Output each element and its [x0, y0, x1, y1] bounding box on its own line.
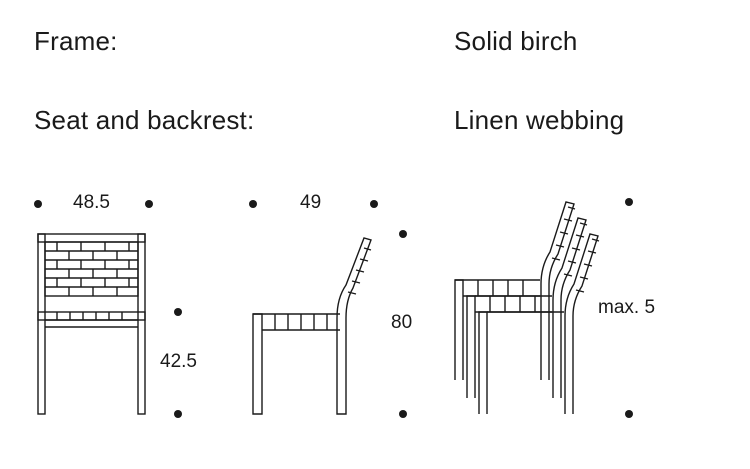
- chair-stack-view: [454, 201, 600, 414]
- chair-front-view: [37, 233, 146, 415]
- dimension-markers: [34, 198, 633, 418]
- height-marker-bottom: [399, 410, 407, 418]
- height-marker-top: [399, 230, 407, 238]
- stack-marker-bottom: [625, 410, 633, 418]
- stacking-dimension: max. 5: [598, 297, 656, 318]
- stack-marker-top: [625, 198, 633, 206]
- width-dimension: 48.5: [73, 192, 110, 213]
- depth-dimension: 49: [300, 192, 322, 213]
- frame-label: Frame:: [34, 26, 118, 56]
- seat-backrest-label: Seat and backrest:: [34, 105, 255, 135]
- width-marker-right: [145, 200, 153, 208]
- frame-value: Solid birch: [454, 26, 578, 56]
- seat-height-marker-top: [174, 308, 182, 316]
- chair-side-view: [252, 237, 372, 415]
- width-marker-left: [34, 200, 42, 208]
- seat-backrest-value: Linen webbing: [454, 105, 625, 135]
- depth-marker-left: [249, 200, 257, 208]
- seat-height-marker-bottom: [174, 410, 182, 418]
- seat-height-dimension: 42.5: [160, 351, 197, 372]
- depth-marker-right: [370, 200, 378, 208]
- height-dimension: 80: [391, 312, 413, 333]
